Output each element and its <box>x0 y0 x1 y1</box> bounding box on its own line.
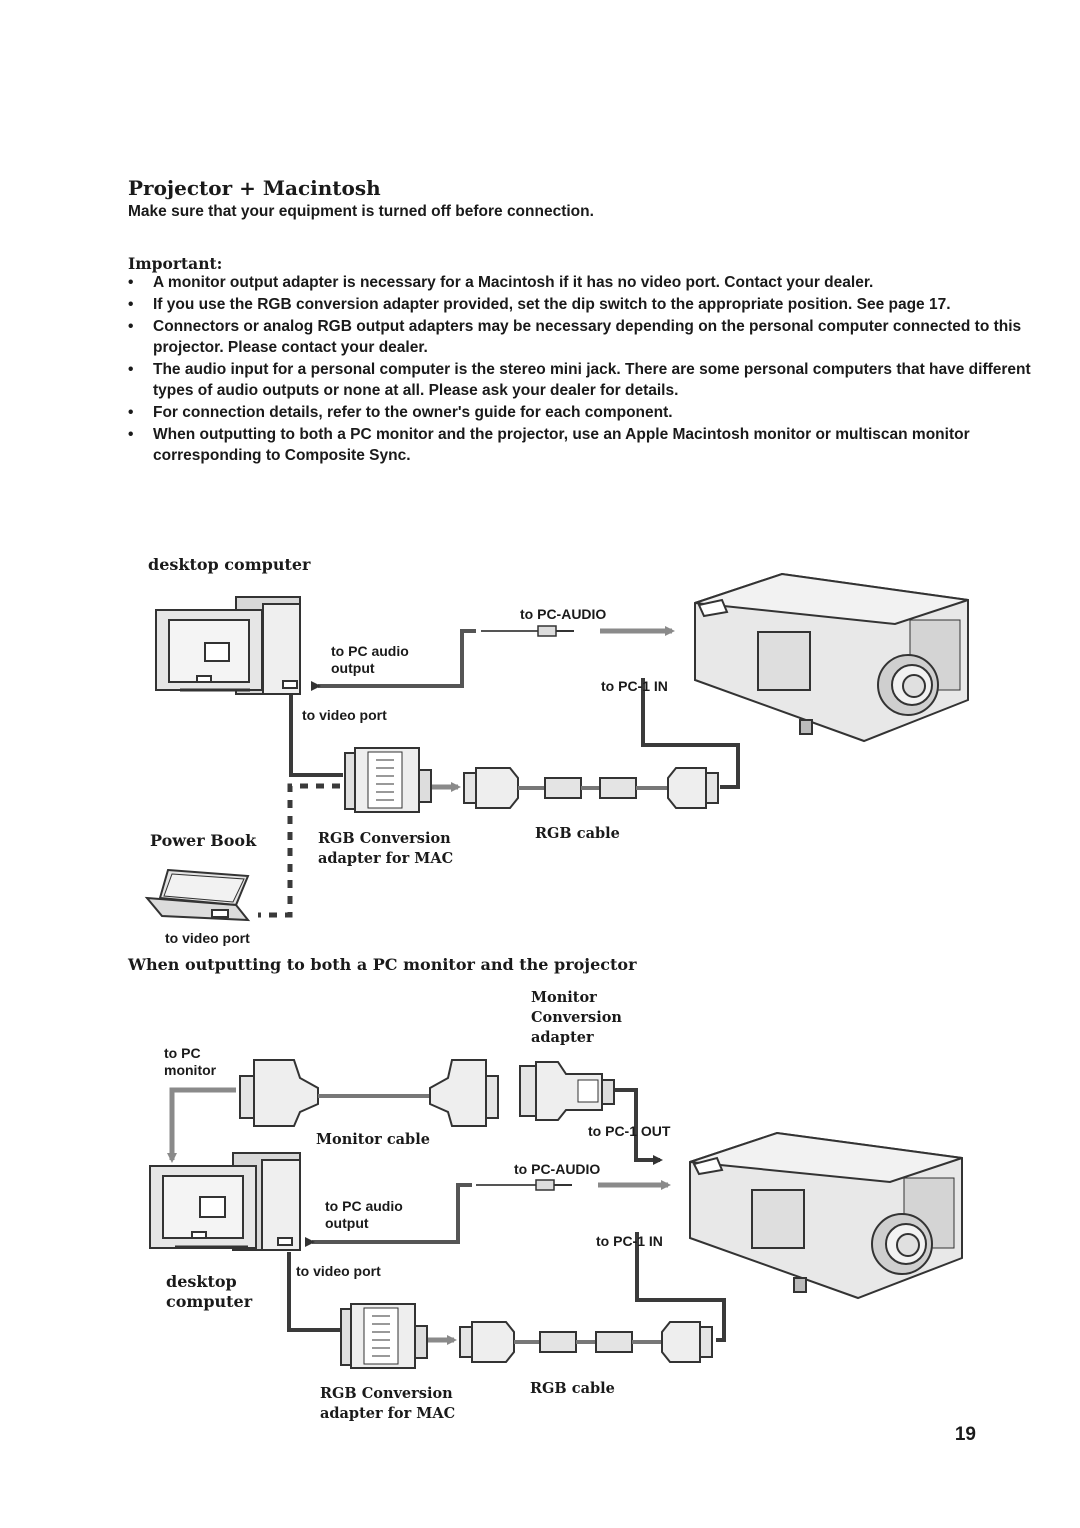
powerbook-route <box>258 783 340 918</box>
intro-text: Make sure that your equipment is turned … <box>128 203 594 220</box>
to-pc-audio-label: to PC-AUDIO <box>520 606 607 622</box>
audio-cable <box>311 625 675 691</box>
rgb-conversion-label: RGB Conversion adapter for MAC <box>318 830 454 867</box>
important-label: Important: <box>128 254 223 273</box>
list-item: •When outputting to both a PC monitor an… <box>128 426 970 464</box>
desktop-computer-label: desktop computer <box>166 1272 253 1311</box>
audio-cable <box>305 1179 671 1247</box>
to-pc1-in-label: to PC-1 IN <box>596 1233 663 1249</box>
important-list: •A monitor output adapter is necessary f… <box>128 272 1033 467</box>
monitor-cable-icon <box>239 1059 499 1127</box>
list-item: •For connection details, refer to the ow… <box>128 404 673 421</box>
desktop-computer-icon <box>149 1152 301 1251</box>
desktop-computer-label: desktop computer <box>148 555 311 574</box>
rgb-cable-icon <box>463 767 719 809</box>
powerbook-icon <box>144 868 251 922</box>
page-number: 19 <box>954 1424 976 1445</box>
bullet-icon: • <box>128 361 134 378</box>
pc-audio-output-label: to PC audio output <box>331 643 409 676</box>
to-pc1-in-label: to PC-1 IN <box>601 678 668 694</box>
bullet-icon: • <box>128 404 134 421</box>
to-pc-monitor-label: to PC monitor <box>164 1045 217 1078</box>
section-heading: When outputting to both a PC monitor and… <box>128 955 637 974</box>
video-port-label: to video port <box>302 707 387 723</box>
bullet-icon: • <box>128 274 134 291</box>
rgb-cable-icon <box>459 1321 713 1363</box>
video-port-label: to video port <box>296 1263 381 1279</box>
rgb-cable-label: RGB cable <box>535 825 620 842</box>
list-item: •A monitor output adapter is necessary f… <box>128 274 874 291</box>
list-item: •Connectors or analog RGB output adapter… <box>128 318 1022 356</box>
bullet-icon: • <box>128 318 134 335</box>
pc-monitor-route <box>167 1087 663 1165</box>
list-item: •The audio input for a personal computer… <box>128 361 1031 399</box>
to-pc1-out-label: to PC-1 OUT <box>588 1123 671 1139</box>
rgb-conversion-adapter-icon <box>340 1303 428 1369</box>
rgb-conversion-adapter-icon <box>344 747 432 813</box>
monitor-cable-label: Monitor cable <box>316 1131 430 1148</box>
projector-icon <box>689 1131 963 1300</box>
power-book-label: Power Book <box>150 831 257 850</box>
monitor-conversion-adapter-icon <box>519 1061 615 1121</box>
pc-audio-output-label: to PC audio output <box>325 1198 403 1231</box>
rgb-route <box>287 1232 726 1342</box>
desktop-computer-icon <box>155 596 301 695</box>
list-item: •If you use the RGB conversion adapter p… <box>128 296 951 313</box>
bullet-icon: • <box>128 426 134 443</box>
projector-icon <box>694 572 969 743</box>
video-port-label: to video port <box>165 930 250 946</box>
monitor-conversion-label: Monitor Conversion adapter <box>531 989 622 1046</box>
bullet-icon: • <box>128 296 134 313</box>
to-pc-audio-label: to PC-AUDIO <box>514 1161 601 1177</box>
rgb-conversion-label: RGB Conversion adapter for MAC <box>320 1385 456 1422</box>
rgb-cable-label: RGB cable <box>530 1380 615 1397</box>
page-title: Projector + Macintosh <box>128 176 381 200</box>
rgb-route <box>289 678 740 789</box>
